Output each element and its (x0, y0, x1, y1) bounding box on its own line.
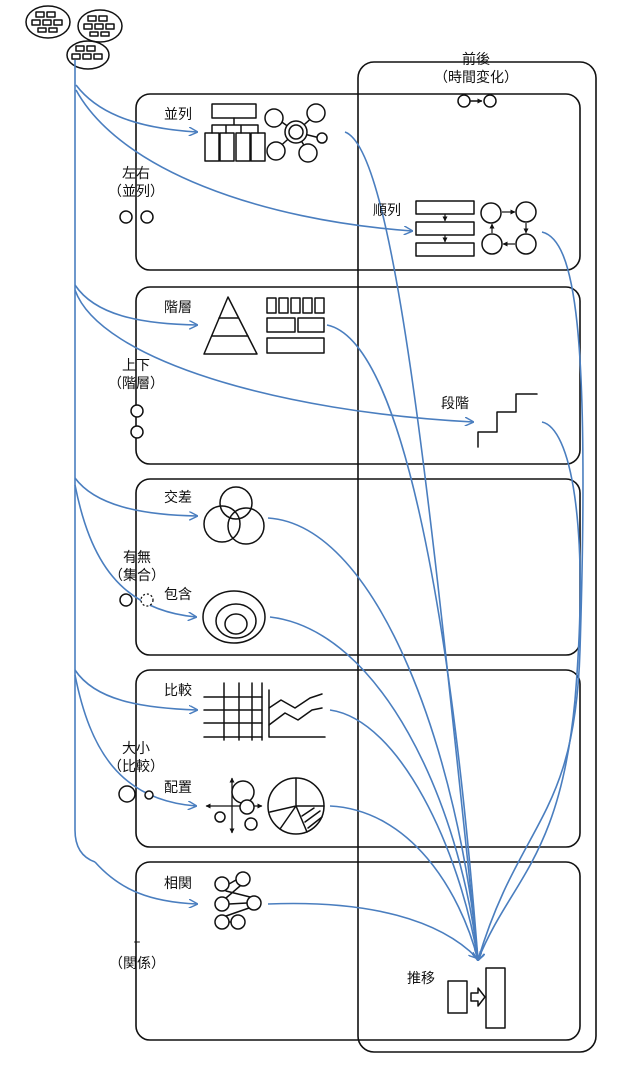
item-inclusion-label: 包含 (164, 587, 192, 603)
nested-circles-icon (202, 590, 266, 644)
table-icon (203, 682, 263, 741)
axis-presence-title: 有無 (123, 550, 151, 566)
arrow-to-placement (74, 674, 196, 806)
item-comparison-label: 比較 (164, 683, 192, 699)
sequence-icon (415, 200, 475, 257)
arrow-to-inclusion (74, 484, 196, 617)
axis-relation-subtitle: （関係） (109, 956, 165, 972)
arrow-to-hierarchy (74, 284, 197, 325)
axis-left-right-title: 左右 (122, 166, 150, 182)
axis-up-down-subtitle: （階層） (108, 376, 164, 392)
item-parallel-label: 並列 (164, 107, 192, 123)
arrow-to-intersection (74, 477, 197, 516)
item-intersection-label: 交差 (164, 489, 192, 506)
line-chart-icon (268, 689, 326, 738)
arrow-to-comparison (74, 669, 197, 710)
item-transition-label: 推移 (407, 971, 435, 987)
transition-icon (447, 967, 506, 1029)
matrix-icon (204, 103, 266, 162)
flow-arrows (74, 60, 584, 960)
axis-left-right-subtitle: （並列） (108, 184, 164, 200)
arrow-to-parallel (75, 84, 197, 132)
network-icon (264, 103, 328, 163)
item-correlation-label: 相関 (164, 876, 192, 892)
item-placement-label: 配置 (164, 780, 192, 796)
staircase-icon (477, 393, 538, 448)
size-circles-icon (118, 785, 154, 803)
axis-relation-title: – (134, 934, 141, 950)
time-column-box (357, 61, 597, 1053)
correlation-icon (214, 871, 262, 930)
axis-up-down-title: 上下 (122, 358, 150, 374)
cycle-icon (480, 201, 537, 255)
left-right-circles-icon (119, 210, 154, 224)
arrow-to-stage (74, 289, 473, 422)
axis-size-subtitle: （比較） (108, 759, 164, 775)
axis-presence-subtitle: （集合） (109, 567, 165, 584)
venn-icon (203, 486, 265, 545)
item-stage-label: 段階 (441, 396, 469, 412)
block-hierarchy-icon (266, 297, 325, 354)
time-order-icon (457, 94, 497, 108)
data-cluster-icon (25, 5, 123, 70)
column-header-subtitle: （時間変化） (434, 69, 518, 86)
trunk-line (74, 60, 96, 863)
column-header-title: 前後 (462, 51, 490, 68)
pyramid-icon (203, 296, 258, 355)
scatter-axes-icon (205, 777, 263, 834)
up-down-circles-icon (130, 404, 144, 439)
axis-size-title: 大小 (122, 741, 150, 757)
presence-circles-icon (119, 593, 154, 607)
arrow-to-correlation (94, 861, 197, 904)
item-sequence-label: 順列 (373, 203, 401, 219)
item-hierarchy-label: 階層 (164, 300, 192, 316)
arrow-to-sequence (75, 89, 412, 231)
pie-icon (267, 777, 325, 835)
